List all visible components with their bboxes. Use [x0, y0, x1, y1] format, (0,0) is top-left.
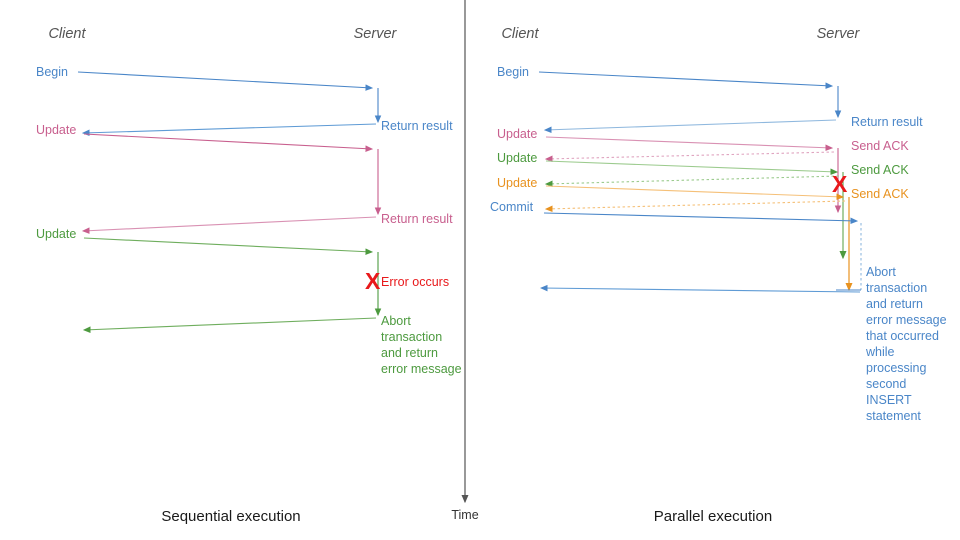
- par-msg-begin: Begin: [497, 65, 529, 79]
- seq-arrow-return-result-1: [81, 123, 377, 137]
- par-arrow-begin: [538, 71, 834, 89]
- seq-msg-begin: Begin: [36, 65, 68, 79]
- seq-arrow-abort: [82, 317, 377, 334]
- sequential-client-label: Client: [48, 26, 86, 42]
- svg-text:INSERT: INSERT: [866, 393, 912, 407]
- par-label-return-result: Return result: [851, 115, 923, 129]
- par-arrow-ack-orange: [544, 200, 846, 213]
- svg-text:that occurred: that occurred: [866, 329, 939, 343]
- svg-text:error message: error message: [866, 313, 947, 327]
- seq-arrow-return-result-2: [81, 216, 377, 234]
- svg-text:Abort: Abort: [866, 265, 896, 279]
- seq-arrow-update-1: [83, 133, 374, 152]
- par-msg-update-1: Update: [497, 127, 537, 141]
- svg-text:statement: statement: [866, 409, 921, 423]
- svg-text:transaction: transaction: [381, 330, 442, 344]
- seq-label-return-result-1: Return result: [381, 119, 453, 133]
- parallel-caption: Parallel execution: [654, 508, 772, 525]
- seq-label-abort: Abort transaction and return error messa…: [381, 314, 462, 376]
- sequential-server-label: Server: [354, 26, 398, 42]
- par-arrow-return-result: [543, 119, 837, 134]
- par-msg-update-3: Update: [497, 176, 537, 190]
- par-label-ack-3: Send ACK: [851, 187, 909, 201]
- par-msg-update-2: Update: [497, 151, 537, 165]
- sequential-caption: Sequential execution: [161, 508, 300, 525]
- par-error-x-icon: X: [832, 171, 848, 197]
- parallel-server-label: Server: [817, 26, 861, 42]
- svg-text:and return: and return: [381, 346, 438, 360]
- svg-text:processing: processing: [866, 361, 926, 375]
- svg-text:transaction: transaction: [866, 281, 927, 295]
- svg-text:second: second: [866, 377, 906, 391]
- par-arrow-abort: [539, 284, 861, 293]
- seq-msg-update-2: Update: [36, 227, 76, 241]
- svg-text:error message: error message: [381, 362, 462, 376]
- par-label-ack-1: Send ACK: [851, 139, 909, 153]
- svg-text:and return: and return: [866, 297, 923, 311]
- par-arrow-update-3: [545, 185, 845, 201]
- par-label-ack-2: Send ACK: [851, 163, 909, 177]
- parallel-client-label: Client: [501, 26, 539, 42]
- seq-error-label: Error occurs: [381, 275, 449, 289]
- svg-text:while: while: [865, 345, 895, 359]
- seq-label-return-result-2: Return result: [381, 212, 453, 226]
- panel-parallel: Client Server Begin Return result Update…: [490, 26, 947, 525]
- seq-arrow-begin: [77, 71, 374, 91]
- time-axis-label: Time: [451, 508, 478, 522]
- panel-sequential: Client Server Begin Return result Update…: [36, 26, 462, 525]
- svg-text:Abort: Abort: [381, 314, 411, 328]
- par-arrow-update-2: [545, 160, 839, 176]
- par-arrow-ack-pink: [544, 151, 835, 163]
- par-arrow-update-1: [545, 136, 834, 152]
- seq-error-x-icon: X: [365, 268, 381, 294]
- par-arrow-ack-green: [544, 175, 840, 188]
- seq-arrow-update-2: [83, 237, 374, 255]
- par-label-abort: Abort transaction and return error messa…: [865, 265, 947, 423]
- par-arrow-commit: [543, 212, 859, 225]
- seq-msg-update-1: Update: [36, 123, 76, 137]
- par-msg-commit: Commit: [490, 200, 534, 214]
